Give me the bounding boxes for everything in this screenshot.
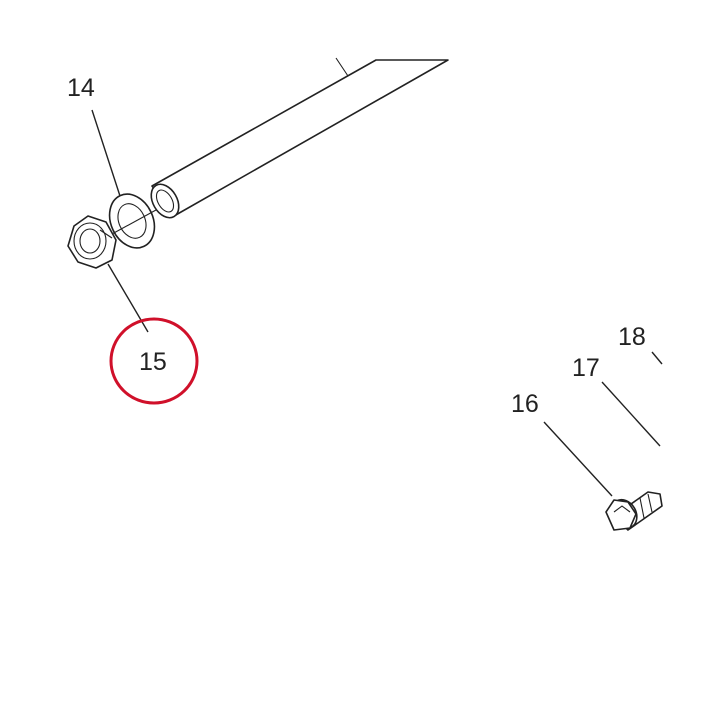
leader-line-16 (543, 421, 613, 497)
tube-part (150, 57, 449, 219)
callout-label-14: 14 (67, 74, 95, 102)
callout-label-17: 17 (572, 354, 600, 382)
leader-line-18 (651, 351, 663, 365)
leader-line-14 (91, 109, 121, 197)
axis-line (111, 209, 157, 235)
hex-nut-part (67, 215, 117, 269)
callout-label-15: 15 (139, 348, 167, 376)
callout-label-18: 18 (618, 323, 646, 351)
leader-line-17 (601, 381, 661, 447)
highlight-circle (109, 317, 199, 405)
bolt-part (605, 491, 663, 531)
callout-label-16: 16 (511, 390, 539, 418)
